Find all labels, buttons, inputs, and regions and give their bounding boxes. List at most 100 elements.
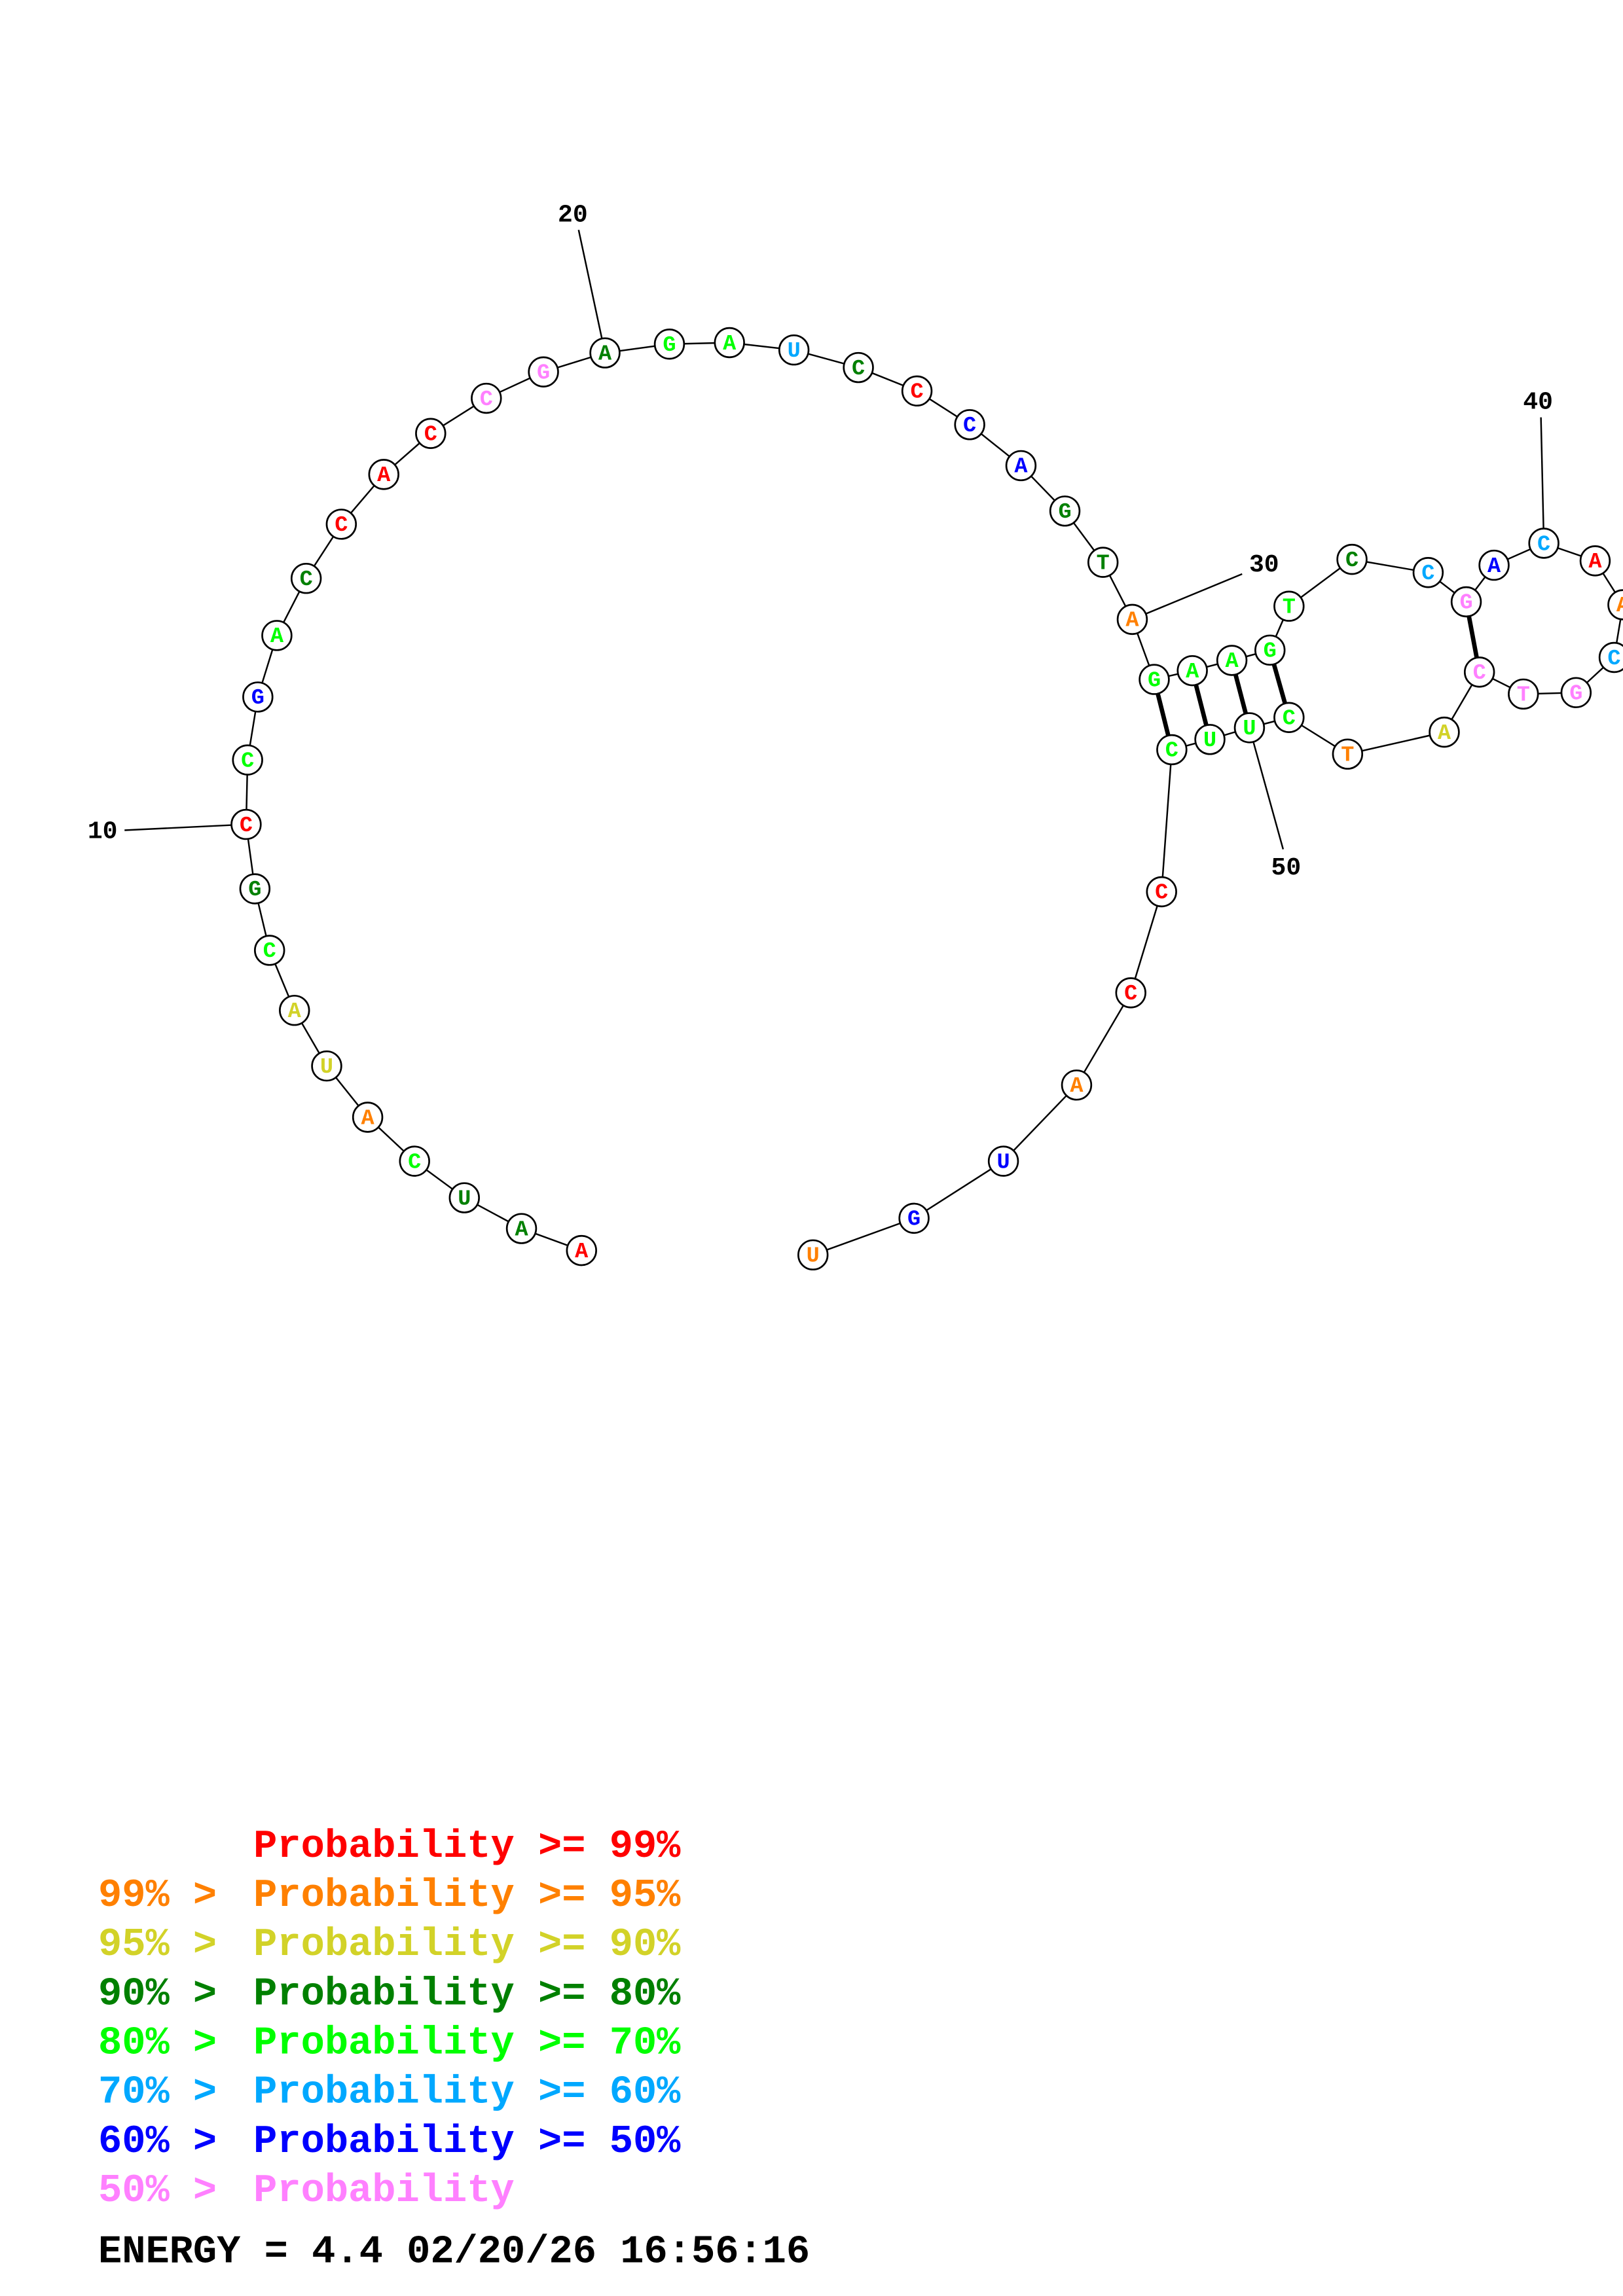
nucleotide: A (1061, 1069, 1093, 1101)
nucleotide: G (1049, 495, 1081, 527)
nucleotide: C (290, 562, 322, 594)
nucleotide: C (1412, 557, 1444, 588)
nucleotide-circle (242, 681, 274, 713)
nucleotide: A (1607, 589, 1623, 620)
nucleotide: U (797, 1239, 829, 1271)
nucleotide-circle (1478, 549, 1510, 581)
legend-prefix: 70% > (98, 2071, 217, 2115)
nucleotide-letter: C (1345, 548, 1359, 573)
nucleotide-letter: T (1097, 551, 1110, 576)
nucleotide: C (1336, 543, 1368, 575)
nucleotide-circle (1049, 495, 1081, 527)
nucleotide-letter: C (1283, 706, 1296, 731)
nucleotide: U (778, 334, 810, 366)
nucleotide-letter: A (377, 463, 391, 488)
nucleotide: U (311, 1050, 342, 1082)
nucleotide-letter: A (361, 1106, 375, 1131)
nucleotide: A (589, 337, 621, 368)
nucleotide-letter: C (241, 749, 254, 774)
base-pair-bond (1156, 692, 1171, 736)
nucleotide-circle (1005, 450, 1037, 482)
legend-prefix: 90% > (98, 1972, 217, 2017)
nucleotide-circle (1463, 656, 1495, 688)
backbone-segment (1160, 749, 1173, 892)
backbone (245, 342, 1623, 1256)
nucleotide: U (1233, 712, 1266, 744)
nucleotide: C (843, 351, 874, 384)
nucleotide: C (399, 1145, 430, 1177)
nucleotide-circle (448, 1182, 480, 1213)
nucleotide: A (1176, 655, 1208, 687)
number-tick (1249, 727, 1285, 850)
legend-text: Probability >= 90% (253, 1923, 681, 1967)
nucleotide-circle (987, 1145, 1019, 1177)
nucleotide-letter: U (458, 1187, 471, 1211)
nucleotide: U (448, 1182, 480, 1213)
nucleotide-circle (589, 337, 621, 368)
legend-item: 50% >Probability (98, 2169, 515, 2214)
legend-item: 99% >Probability >= 95% (98, 1874, 681, 1918)
nucleotide-circle (1336, 543, 1368, 575)
nucleotide-letter: A (288, 999, 302, 1024)
legend-item: 60% > Probability >= 50% (98, 2120, 681, 2164)
nucleotide: A (279, 994, 310, 1026)
number-tick (577, 229, 606, 353)
nucleotide-circle (1087, 547, 1119, 578)
nucleotide-circle (1254, 634, 1286, 666)
nucleotide: A (368, 459, 399, 490)
nucleotide: C (1115, 977, 1146, 1009)
nucleotide-letter: G (907, 1208, 921, 1232)
nucleotide: G (239, 873, 271, 905)
nucleotide-letter: U (1203, 728, 1216, 753)
nucleotide-circle (368, 459, 399, 490)
nucleotide-circle (1061, 1069, 1093, 1101)
legend-text: Probability >= 50% (253, 2120, 681, 2164)
nucleotide: C (901, 375, 933, 407)
legend-prefix: 95% > (98, 1923, 217, 1967)
legend-prefix: 99% > (98, 1874, 217, 1918)
nucleotide-circle (714, 327, 745, 359)
position-label: 40 (1523, 389, 1553, 417)
nucleotide-circle (352, 1102, 384, 1133)
nucleotide-letter: A (1186, 660, 1199, 685)
nucleotide-circle (797, 1239, 829, 1271)
backbone-segment (812, 1217, 915, 1256)
nucleotide-letter: A (1588, 550, 1602, 575)
nucleotide-letter: C (1155, 881, 1168, 906)
legend-prefix: 60% > (98, 2120, 217, 2164)
nucleotide-letter: C (480, 387, 493, 412)
nucleotide-circle (239, 873, 271, 905)
nucleotide-circle (954, 409, 985, 440)
nucleotide: C (1463, 656, 1495, 688)
nucleotide: A (1005, 450, 1037, 482)
nucleotide-circle (1560, 677, 1592, 708)
nucleotide-letter: C (408, 1150, 421, 1175)
nucleotide-circle (1115, 977, 1146, 1009)
nucleotide-circle (1598, 641, 1623, 673)
nucleotide: A (1478, 549, 1510, 581)
nucleotide-circle (1116, 603, 1148, 636)
nucleotide-letter: C (300, 567, 313, 592)
nucleotide: A (1216, 645, 1248, 676)
legend-item: Probability >= 99% (253, 1825, 681, 1869)
nucleotide-circle (279, 994, 310, 1026)
nucleotide: C (230, 808, 262, 840)
nucleotide: G (1139, 664, 1170, 695)
nucleotide-letter: G (251, 686, 264, 711)
nucleotide-letter: U (807, 1244, 820, 1269)
nucleotide: U (987, 1145, 1019, 1177)
nucleotide: C (954, 409, 985, 440)
nucleotide: C (1528, 528, 1559, 559)
nucleotide-letter: A (1125, 609, 1139, 634)
nucleotide-circle (1146, 876, 1177, 908)
nucleotide-circle (1508, 678, 1539, 710)
nucleotide-letter: A (598, 342, 612, 367)
nucleotide-circle (1273, 702, 1305, 733)
nucleotide-letter: U (1243, 717, 1256, 742)
nucleotide-letter: C (963, 414, 976, 439)
nucleotide-letter: C (263, 939, 276, 964)
position-label: 50 (1271, 854, 1302, 882)
nucleotide-circle (471, 382, 502, 414)
nucleotide-letter: A (515, 1217, 528, 1242)
